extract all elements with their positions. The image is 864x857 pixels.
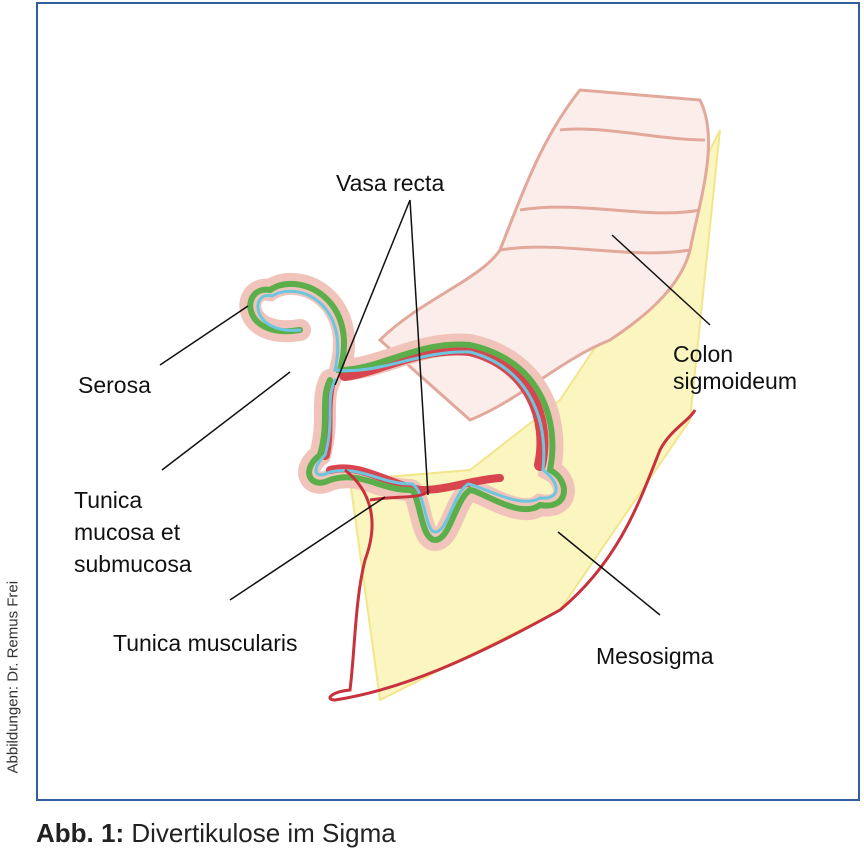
caption-text: Divertikulose im Sigma — [124, 818, 396, 848]
figure-frame — [36, 2, 860, 801]
label-tunica-mucosa-line3: submucosa — [74, 551, 192, 577]
label-colon: Colon sigmoideum — [673, 341, 797, 395]
pointer-arrows — [159, 199, 711, 616]
blood-vessels — [328, 409, 697, 702]
caption-prefix: Abb. 1: — [36, 818, 125, 848]
label-serosa: Serosa — [78, 372, 151, 398]
label-tunica-mucosa-line1: Tunica — [74, 487, 143, 513]
label-colon-line2: sigmoideum — [673, 368, 797, 394]
image-credit: Abbildungen: Dr. Remus Frei — [4, 580, 22, 774]
label-tunica-mucosa-line2: mucosa et — [74, 519, 181, 545]
label-tunica-mucosa: Tunica mucosa et submucosa — [74, 484, 192, 580]
label-mesosigma: Mesosigma — [596, 643, 714, 669]
diverticulum — [239, 272, 575, 552]
label-vasa-recta: Vasa recta — [336, 170, 445, 196]
label-tunica-muscularis: Tunica muscularis — [113, 630, 298, 656]
figure-caption: Abb. 1: Divertikulose im Sigma — [36, 818, 396, 849]
label-colon-line1: Colon — [673, 341, 734, 367]
